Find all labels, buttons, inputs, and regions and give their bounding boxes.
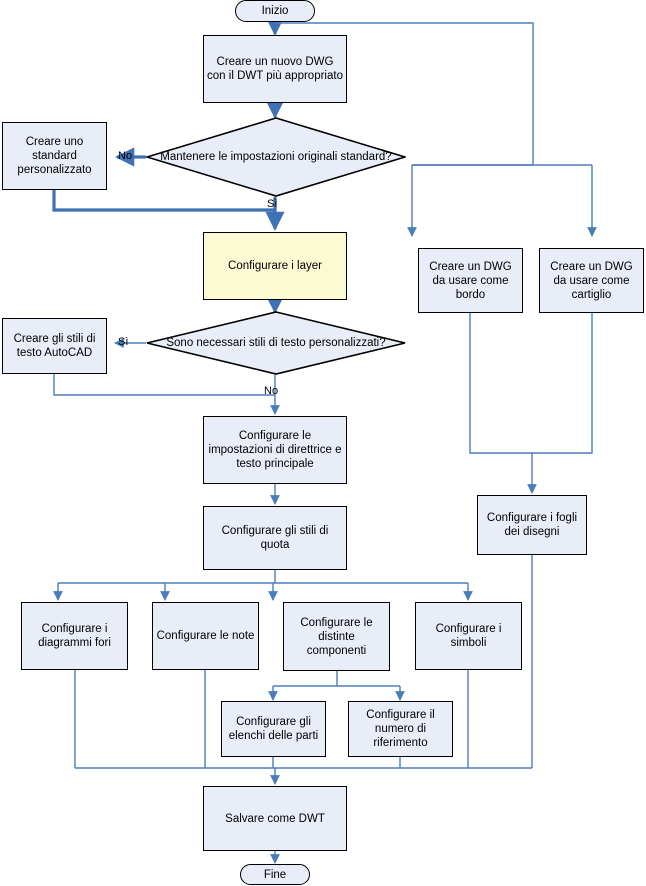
node-notes-label: Configurare le note: [156, 630, 255, 642]
node-need-text-styles[interactable]: Sono necessari stili di testo personaliz…: [146, 311, 406, 375]
node-leader-settings-label: Configurare le impostazioni di direttric…: [208, 430, 342, 470]
node-create-dwg[interactable]: Creare un nuovo DWG con il DWT più appro…: [203, 35, 347, 103]
node-keep-settings-label: Mantenere le impostazioni originali stan…: [160, 151, 392, 163]
node-save-dwt-label: Salvare come DWT: [225, 812, 325, 825]
node-sheets[interactable]: Configurare i fogli dei disegni: [477, 495, 587, 555]
node-autocad-text-styles[interactable]: Creare gli stili di testo AutoCAD: [2, 318, 107, 374]
node-parts-lists[interactable]: Configurare gli elenchi delle parti: [221, 701, 326, 757]
node-create-dwg-label: Creare un nuovo DWG con il DWT più appro…: [207, 56, 343, 82]
edge-label-need-text-styles-no: No: [264, 385, 279, 397]
node-configure-layers[interactable]: Configurare i layer: [203, 232, 347, 300]
node-start[interactable]: Inizio: [235, 0, 315, 22]
node-dim-styles-label: Configurare gli stili di quota: [221, 525, 329, 551]
diamond-shape-need-text-styles: [146, 311, 406, 375]
node-dwg-titleblock[interactable]: Creare un DWG da usare come cartiglio: [539, 248, 644, 313]
node-dim-styles[interactable]: Configurare gli stili di quota: [203, 506, 347, 570]
node-custom-standard[interactable]: Creare uno standard personalizzato: [2, 122, 107, 190]
node-leader-settings[interactable]: Configurare le impostazioni di direttric…: [203, 416, 347, 484]
node-symbols-label: Configurare i simboli: [435, 623, 502, 649]
node-save-dwt[interactable]: Salvare come DWT: [203, 786, 347, 851]
node-dwg-titleblock-label: Creare un DWG da usare come cartiglio: [550, 260, 633, 301]
node-parts-lists-label: Configurare gli elenchi delle parti: [228, 716, 319, 742]
node-bom-label: Configurare le distinte componenti: [300, 616, 373, 657]
node-start-label: Inizio: [261, 5, 289, 17]
node-keep-settings[interactable]: Mantenere le impostazioni originali stan…: [146, 117, 406, 197]
node-balloon-number-label: Configurare il numero di riferimento: [366, 709, 435, 749]
edge-label-keep-settings-yes: Sì: [267, 198, 278, 210]
node-end[interactable]: Fine: [240, 864, 310, 885]
node-hole-charts[interactable]: Configurare i diagrammi fori: [21, 602, 128, 670]
node-dwg-border-label: Creare un DWG da usare come bordo: [429, 260, 512, 301]
diamond-shape-keep-settings: [146, 117, 406, 197]
node-balloon-number[interactable]: Configurare il numero di riferimento: [348, 701, 453, 757]
node-autocad-text-styles-label: Creare gli stili di testo AutoCAD: [13, 333, 96, 359]
node-end-label: Fine: [263, 868, 287, 881]
node-need-text-styles-label: Sono necessari stili di testo personaliz…: [166, 337, 386, 349]
edge-label-keep-settings-no: No: [118, 150, 133, 162]
node-hole-charts-label: Configurare i diagrammi fori: [38, 623, 111, 649]
node-sheets-label: Configurare i fogli dei disegni: [486, 512, 578, 538]
node-custom-standard-label: Creare uno standard personalizzato: [17, 136, 92, 176]
node-notes[interactable]: Configurare le note: [152, 602, 259, 670]
node-symbols[interactable]: Configurare i simboli: [415, 602, 522, 670]
node-bom[interactable]: Configurare le distinte componenti: [283, 602, 390, 671]
node-dwg-border[interactable]: Creare un DWG da usare come bordo: [418, 248, 523, 313]
edge-label-need-text-styles-yes: Sì: [118, 336, 129, 348]
node-configure-layers-label: Configurare i layer: [228, 260, 322, 272]
